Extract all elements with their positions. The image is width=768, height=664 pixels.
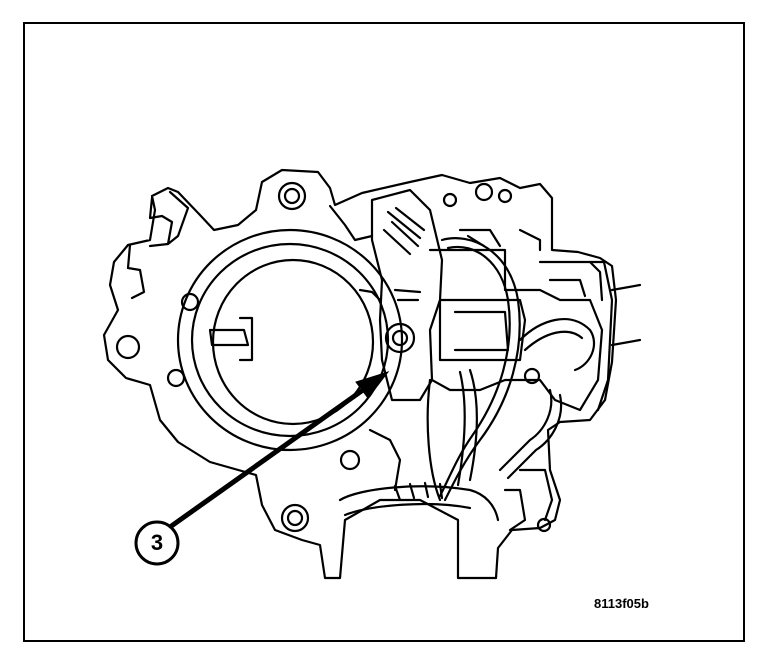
housing-outline xyxy=(102,168,618,580)
mount-hole xyxy=(115,334,141,360)
leader-arrowhead xyxy=(355,371,390,399)
lower-connector xyxy=(338,485,500,522)
mount-hole xyxy=(280,503,310,533)
left-bracket xyxy=(148,190,190,248)
center-plate xyxy=(370,188,444,402)
callout-leader xyxy=(168,371,390,530)
wire-harness xyxy=(440,237,521,502)
callout-number: 3 xyxy=(150,530,164,555)
callout-circle xyxy=(134,520,180,566)
figure-id-label: 8113f05b xyxy=(594,596,649,611)
steering-ring-inner xyxy=(190,242,390,438)
right-mechanism xyxy=(428,248,604,412)
mount-hole xyxy=(277,181,307,211)
steering-ring-outer xyxy=(176,228,404,452)
